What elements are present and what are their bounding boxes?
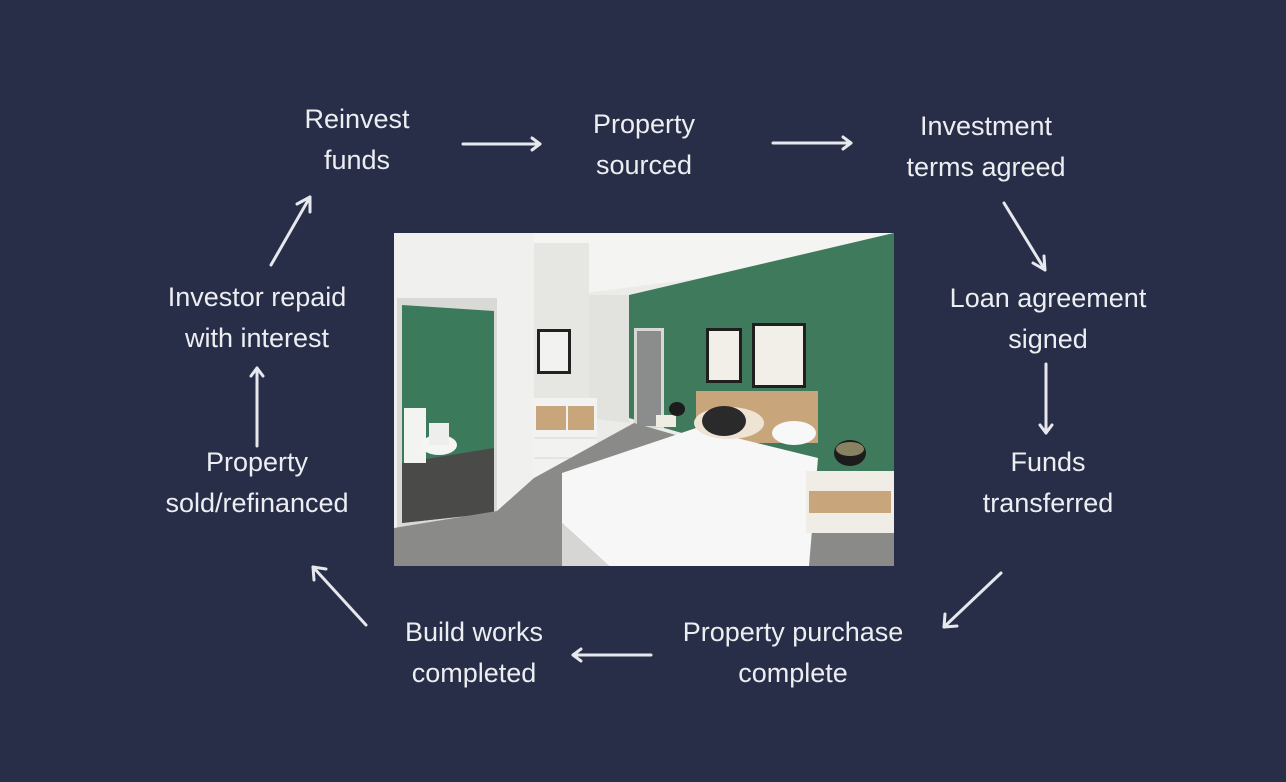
arrow-purchase-to-build xyxy=(573,649,651,661)
arrow-loan-to-funds xyxy=(1040,364,1052,433)
arrow-funds-to-purchase xyxy=(944,573,1001,627)
arrow-sourced-to-terms xyxy=(773,137,851,149)
arrow-build-to-sold xyxy=(313,567,366,625)
arrow-reinvest-to-sourced xyxy=(463,138,540,150)
arrow-terms-to-loan xyxy=(1004,203,1045,270)
arrow-sold-to-repaid xyxy=(251,368,263,446)
arrow-repaid-to-reinvest xyxy=(271,197,310,265)
bedroom-photo xyxy=(394,233,894,566)
